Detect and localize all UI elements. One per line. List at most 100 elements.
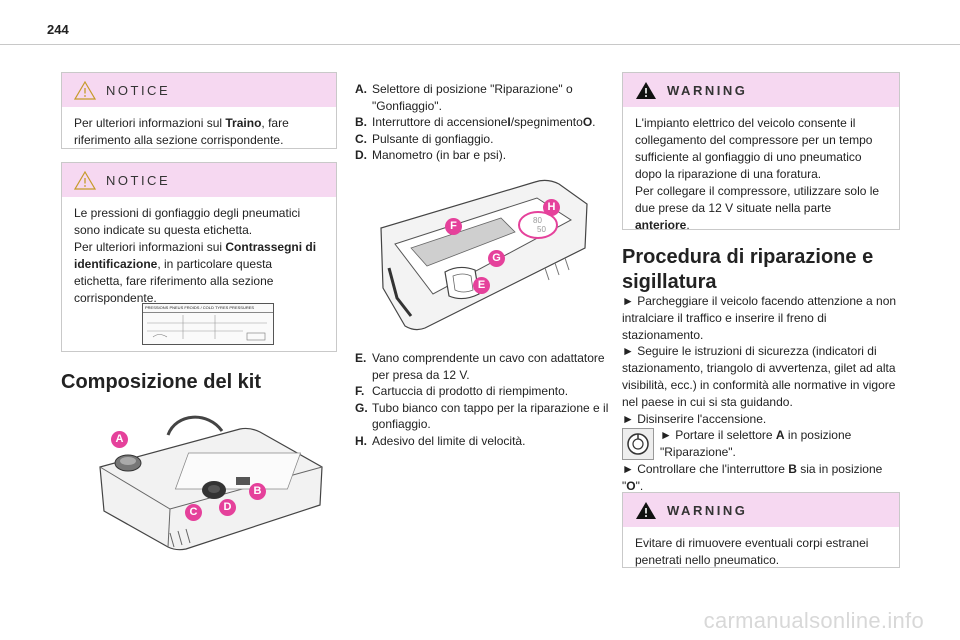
text-run: L'impianto elettrico del veicolo consent… [635,116,873,181]
bold-term: Contrassegni di identificazione [74,240,317,271]
callout-letter: A [115,433,124,445]
step-ignition-off: ► Disinserire l'accensione. [622,411,767,426]
repair-kit-illustration [99,415,323,551]
list-item: G. Tubo bianco con tappo per la riparazio… [355,400,615,433]
warning-triangle-icon [74,80,96,100]
text-run: . [592,115,596,129]
text-run: Le pressioni di gonfiaggio degli pneumat… [74,206,301,237]
list-item: B. Interruttore di accensioneI/spegniment… [355,114,610,131]
warning-triangle-icon [74,170,96,190]
callout-B: B [249,483,266,500]
step-park: ► Parcheggiare il veicolo facendo attenz… [622,294,897,342]
page-number: 244 [47,22,69,37]
item-key: G. [355,400,368,415]
text-run: ► Portare il selettore [660,428,776,443]
warning-text: L'impianto elettrico del veicolo consent… [623,107,899,242]
parts-list-bottom: E. Vano comprendente un cavo con adattato… [355,350,615,449]
notice-title: NOTICE [106,172,171,188]
step-safety: ► Seguire le istruzioni di sicurezza (in… [622,344,896,409]
parts-list-top: A. Selettore di posizione "Riparazione" o… [355,81,610,164]
text-run: Per ulteriori informazioni sui Contrasse… [74,239,324,307]
item-key: D. [355,148,367,162]
text-run: Per ulteriori informazioni sul [74,116,226,130]
callout-letter: B [253,485,262,497]
notice-text: Le pressioni di gonfiaggio degli pneumat… [62,197,336,315]
callout-letter: H [547,201,556,213]
item-text: Cartuccia di prodotto di riempimento. [372,384,569,398]
callout-A: A [111,431,128,448]
notice-title: NOTICE [106,82,171,98]
warning-box-power: WARNING L'impianto elettrico del veicolo… [622,72,900,232]
text-run: ► Controllare che l'interruttore [622,461,789,476]
item-text: Selettore di posizione "Riparazione" o "… [372,82,573,113]
text-run: , in particolare questa etichetta, fare … [74,257,274,305]
notice-header: NOTICE [62,163,336,197]
callout-F: F [445,218,462,235]
label-header: PRESSIONS PNEUS FROIDS / COLD TYRES PRES… [143,304,273,313]
item-key: A. [355,82,367,96]
item-text: Adesivo del limite di velocità. [372,433,526,448]
text-run: , fare riferimento alla sezione corrispo… [74,116,289,147]
callout-letter: G [492,252,501,264]
bold-term: anteriore [635,218,687,232]
notice-box-towing: NOTICE Per ulteriori informazioni sul Tr… [61,72,337,149]
callout-G: G [488,250,505,267]
header-divider [0,44,960,45]
list-item: D. Manometro (in bar e psi). [355,147,610,164]
tyre-pressure-label-image: PRESSIONS PNEUS FROIDS / COLD TYRES PRES… [142,303,274,345]
text-run: Interruttore di accensione [372,115,508,129]
list-item: H. Adesivo del limite di velocità. [355,433,615,450]
item-text: Vano comprendente un cavo con adattatore… [372,351,605,382]
warning-box-foreign-bodies: WARNING Evitare di rimuovere eventuali c… [622,492,900,568]
text-run: ". [635,478,644,493]
notice-header: NOTICE [62,73,336,107]
item-text: Tubo bianco con tappo per la riparazione… [372,400,609,432]
text-run: in posizione "Riparazione". [660,428,852,460]
speed-label-50: 50 [537,225,546,234]
text-run: . [686,218,690,232]
notice-text: Per ulteriori informazioni sul Traino, f… [62,107,336,157]
list-item: E. Vano comprendente un cavo con adattato… [355,350,615,383]
warning-header: WARNING [623,73,899,107]
text-run: Per collegare il compressore, utilizzare… [635,183,887,234]
list-item: A. Selettore di posizione "Riparazione" o… [355,81,610,114]
section-heading-kit: Composizione del kit [61,371,262,393]
item-text: Interruttore di accensioneI/spegnimentoO… [372,114,596,131]
item-key: B. [355,115,367,129]
warning-text: Evitare di rimuovere eventuali corpi est… [635,536,869,567]
warning-title: WARNING [667,82,748,98]
step-switch: ► Controllare che l'interruttore B sia i… [622,461,904,495]
speed-label-80: 80 [533,216,542,225]
text-run: Per ulteriori informazioni sui [74,240,226,254]
item-key: H. [355,433,367,448]
callout-letter: C [189,506,198,518]
bold-term: B [788,461,797,476]
text-run: Per collegare il compressore, utilizzare… [635,184,880,215]
text-run: /spegnimento [510,115,583,129]
label-table-drawing [147,315,267,341]
item-key: C. [355,131,367,146]
bold-term: O [626,478,636,493]
warning-title: WARNING [667,502,748,518]
procedure-steps: ► Parcheggiare il veicolo facendo attenz… [622,293,904,495]
bold-term: I [507,115,511,129]
callout-D: D [219,499,236,516]
bold-term: A [775,428,785,443]
notice-box-tyre-pressure: NOTICE Le pressioni di gonfiaggio degli … [61,162,337,352]
list-item: C.Pulsante di gonfiaggio. [355,131,610,148]
item-text: Manometro (in bar e psi). [372,148,507,162]
item-key: F. [355,384,365,398]
item-key: E. [355,351,367,365]
step-selector: ► Portare il selettore A in posizione "R… [622,427,904,461]
step-text: ► Portare il selettore A in posizione "R… [660,427,904,461]
warning-header: WARNING [623,493,899,527]
section-heading-procedure: Procedura di riparazione e sigillatura [622,246,874,293]
warning-triangle-icon [636,501,656,519]
callout-H: H [543,199,560,216]
callout-letter: D [223,501,232,513]
bold-term: O [582,115,593,129]
list-item: F. Cartuccia di prodotto di riempimento. [355,383,615,400]
callout-E: E [473,277,490,294]
text-run: sia in posizione " [622,461,883,493]
bold-term: Traino [225,116,262,130]
